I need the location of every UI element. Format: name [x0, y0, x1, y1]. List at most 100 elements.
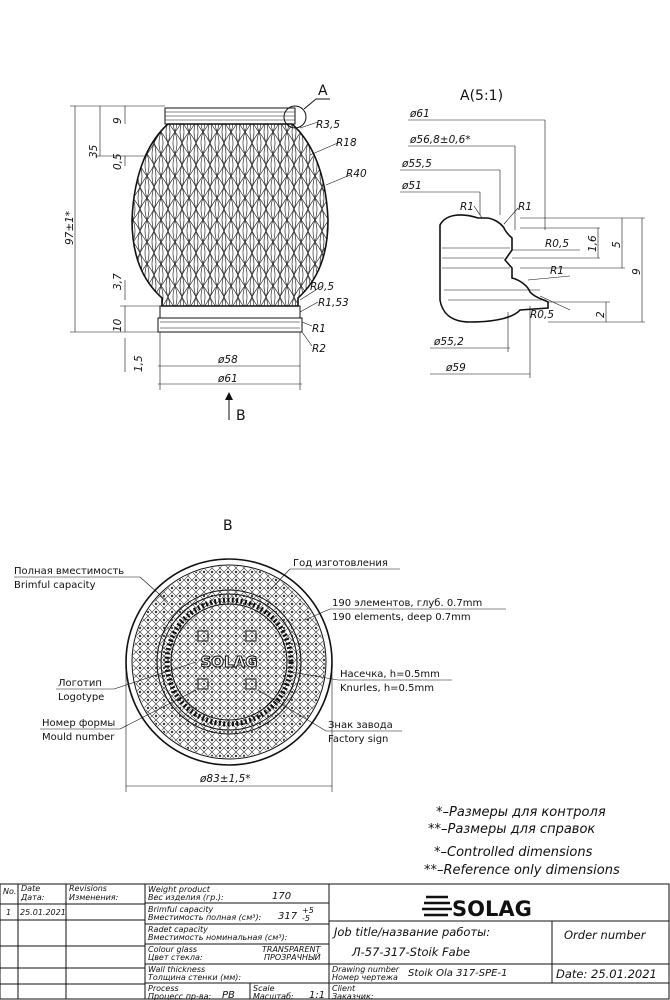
- dim-dia61: ø61: [217, 373, 238, 385]
- tb-rev-header-1: Revisions: [69, 884, 107, 893]
- detail-dim-1-6: 1,6: [587, 235, 599, 252]
- detail-dim-dia56-8: ø56,8±0,6*: [409, 134, 471, 146]
- detail-dim-dia51: ø51: [401, 180, 422, 192]
- detail-dim-r1-a: R1: [460, 201, 474, 213]
- label-logo-ru: Логотип: [58, 678, 102, 689]
- detail-a-title: A(5:1): [460, 88, 503, 104]
- view-b-arrow-label: B: [236, 408, 246, 424]
- label-factory-en: Factory sign: [328, 734, 388, 745]
- detail-a-callout: A: [318, 83, 328, 99]
- note-3: *–Controlled dimensions: [434, 845, 593, 860]
- dim-r3-5: R3,5: [316, 119, 340, 131]
- detail-a-view: A(5:1) ø61 ø56,8±0,6* ø55,5 ø51 R1 R1 R0…: [400, 88, 645, 378]
- label-logo-en: Logotype: [58, 692, 104, 703]
- tb-colour-label-2: Цвет стекла:: [148, 953, 203, 962]
- tb-drawing-label-1: Drawing number: [332, 965, 400, 974]
- dim-dia83: ø83±1,5*: [199, 773, 251, 785]
- dim-0-5: 0,5: [112, 153, 124, 170]
- tb-client-label-1: Client: [332, 984, 356, 993]
- label-elements-ru: 190 элементов, глуб. 0.7mm: [332, 598, 482, 609]
- tb-colour-value-1: TRANSPARENT: [262, 945, 321, 954]
- note-1: *–Размеры для контроля: [436, 805, 606, 820]
- main-side-view: A 9 35 0,5 97±1* 3,7 10 1,5 R3,5 R18 R40…: [64, 83, 367, 424]
- label-mould-en: Mould number: [42, 732, 115, 743]
- bottom-view-b: B SOLAG Полная вместимость Brimful capac…: [14, 518, 506, 792]
- dim-3-7: 3,7: [112, 273, 124, 290]
- dim-35: 35: [88, 144, 100, 158]
- detail-dim-dia55-5: ø55,5: [401, 158, 432, 170]
- dim-r2: R2: [312, 343, 326, 355]
- bottom-view-title: B: [223, 518, 233, 534]
- dim-r1: R1: [312, 323, 326, 335]
- tb-brim-label-2: Вместимость полная (см³):: [148, 913, 262, 922]
- tb-weight-label-1: Weight product: [148, 885, 211, 894]
- dim-dia58: ø58: [217, 354, 238, 366]
- tb-date-header-1: Date: [21, 884, 40, 893]
- label-knurl-ru: Насечка, h=0.5mm: [340, 669, 440, 680]
- dim-1-5: 1,5: [133, 355, 145, 372]
- detail-dim-dia55-2: ø55,2: [433, 336, 464, 348]
- tb-row-no: 1: [6, 908, 11, 917]
- tb-wall-label-1: Wall thickness: [148, 965, 205, 974]
- label-factory-ru: Знак завода: [328, 720, 393, 731]
- label-elements-en: 190 elements, deep 0.7mm: [332, 612, 471, 623]
- tb-job-value: Л-57-317-Stoik Fabe: [351, 945, 470, 959]
- label-brimful-ru: Полная вместимость: [14, 566, 124, 577]
- tb-date-header-2: Дата:: [20, 893, 45, 902]
- dim-r0-5: R0,5: [310, 281, 334, 293]
- tb-brim-tol-minus: -5: [302, 914, 310, 923]
- dim-r18: R18: [336, 137, 357, 149]
- tb-brim-tol-plus: +5: [302, 906, 314, 915]
- detail-dim-r1-c: R1: [550, 265, 564, 277]
- tb-radet-label-1: Radet capacity: [148, 925, 208, 934]
- label-brimful-en: Brimful capacity: [14, 580, 96, 591]
- tb-process-label-2: Процесс пр-ва:: [148, 992, 212, 1000]
- detail-dim-r0-5-b: R0,5: [530, 309, 554, 321]
- title-block: No. Date Дата: Revisions Изменения: 1 25…: [0, 883, 670, 1000]
- note-4: **–Reference only dimensions: [424, 863, 620, 878]
- tb-weight-label-2: Вес изделия (гр.):: [148, 893, 224, 902]
- dim-9: 9: [112, 117, 124, 124]
- tb-row-date: 25.01.2021: [20, 908, 66, 917]
- tb-wall-label-2: Толщина стенки (мм):: [148, 973, 241, 982]
- detail-dim-9: 9: [631, 268, 643, 275]
- tb-brim-label-1: Brimful capacity: [148, 905, 213, 914]
- tb-brim-value: 317: [278, 911, 298, 922]
- tb-radet-label-2: Вместимость номинальная (см³):: [148, 933, 288, 942]
- tb-drawing-value: Stoik Ola 317-SPE-1: [408, 968, 507, 979]
- tb-rev-header-2: Изменения:: [69, 893, 119, 902]
- dim-10: 10: [112, 318, 124, 332]
- tb-drawing-label-2: Номер чертежа: [332, 973, 398, 982]
- label-knurl-en: Knurles, h=0.5mm: [340, 683, 434, 694]
- tb-job-label: Job title/название работы:: [332, 925, 490, 939]
- tb-client-label-2: Заказчик:: [332, 992, 374, 1000]
- note-2: **–Размеры для справок: [428, 822, 595, 837]
- notes: *–Размеры для контроля **–Размеры для сп…: [424, 805, 620, 878]
- detail-dim-dia59: ø59: [445, 362, 466, 374]
- detail-dim-dia61: ø61: [409, 108, 430, 120]
- tb-date-label: Date: 25.01.2021: [556, 967, 657, 981]
- tb-colour-label-1: Colour glass: [148, 945, 197, 954]
- detail-dim-2: 2: [595, 311, 607, 318]
- tb-process-label-1: Process: [148, 984, 179, 993]
- detail-dim-5: 5: [611, 241, 623, 248]
- label-year-ru: Год изготовления: [293, 558, 388, 569]
- bottom-logo-text: SOLAG: [200, 653, 257, 671]
- tb-scale-label-1: Scale: [253, 984, 275, 993]
- dim-97: 97±1*: [64, 211, 76, 245]
- detail-dim-r0-5-a: R0,5: [545, 238, 569, 250]
- tb-scale-label-2: Масштаб:: [253, 992, 294, 1000]
- label-mould-ru: Номер формы: [42, 718, 115, 729]
- tb-scale-value: 1:1: [309, 990, 325, 1000]
- detail-dim-r1-b: R1: [518, 201, 532, 213]
- dim-r40: R40: [346, 168, 367, 180]
- tb-company-name: SOLAG: [452, 897, 532, 921]
- solag-logo: SOLAG: [422, 895, 532, 921]
- tb-colour-value-2: ПРОЗРАЧНЫЙ: [264, 951, 321, 962]
- tb-order-label: Order number: [564, 928, 647, 942]
- tb-no-header: No.: [3, 887, 16, 896]
- tb-weight-value: 170: [272, 891, 291, 902]
- tb-process-value: PB: [222, 990, 235, 1000]
- dim-r1-53: R1,53: [318, 297, 349, 309]
